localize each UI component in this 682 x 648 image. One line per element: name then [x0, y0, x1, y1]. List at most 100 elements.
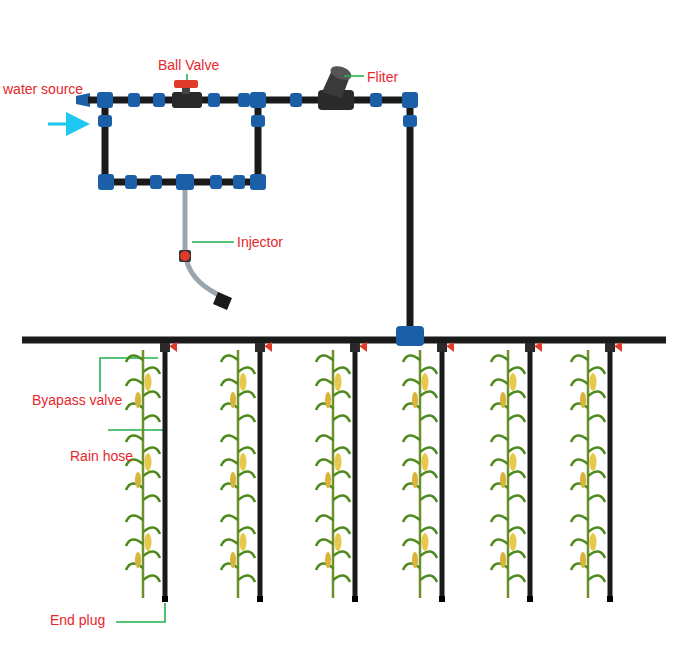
corn-cob — [145, 453, 152, 471]
corn-leaf — [508, 495, 525, 502]
corn-cob — [335, 373, 342, 391]
corn-cob — [422, 453, 429, 471]
corn-leaf — [333, 495, 350, 502]
pipe-couplings — [97, 92, 424, 346]
corn-leaf — [588, 367, 605, 374]
corn-leaf — [571, 459, 588, 466]
part-label: End plug — [50, 612, 105, 628]
corn-leaf — [403, 355, 420, 362]
bypass-valve-body — [605, 343, 615, 352]
corn-leaf — [333, 415, 350, 422]
corn-leaf — [588, 447, 605, 454]
corn-leaf — [333, 391, 350, 398]
corn-leaf — [316, 435, 333, 442]
corn-leaf — [316, 459, 333, 466]
bypass-valve-body — [160, 343, 170, 352]
crop-row — [571, 342, 622, 602]
corn-cob — [422, 373, 429, 391]
supply-pipe — [88, 100, 410, 330]
corn-cob — [590, 533, 597, 551]
corn-leaf — [420, 527, 437, 534]
end-plug — [607, 596, 613, 602]
corn-leaf — [588, 575, 605, 582]
corn-leaf — [420, 415, 437, 422]
corn-leaf — [588, 415, 605, 422]
corn-leaf — [316, 379, 333, 386]
corn-leaf — [238, 415, 255, 422]
corn-leaf — [333, 575, 350, 582]
corn-cob — [240, 373, 247, 391]
corn-leaf — [316, 539, 333, 546]
corn-leaf — [420, 495, 437, 502]
bypass-valve-body — [525, 343, 535, 352]
end-plug — [527, 596, 533, 602]
corn-leaf — [126, 355, 143, 362]
corn-cob — [325, 552, 331, 568]
corn-leaf — [126, 515, 143, 522]
corn-leaf — [238, 391, 255, 398]
corn-cob — [500, 392, 506, 408]
corn-cob — [500, 552, 506, 568]
corn-leaf — [238, 367, 255, 374]
main-header-pipe — [22, 337, 666, 344]
bypass-valve-handle — [169, 342, 177, 352]
corn-cob — [580, 392, 586, 408]
corn-cob — [500, 472, 506, 488]
injector — [179, 190, 232, 310]
corn-leaf — [491, 379, 508, 386]
corn-cob — [135, 552, 141, 568]
corn-leaf — [420, 447, 437, 454]
corn-leaf — [238, 527, 255, 534]
crop-row — [126, 342, 177, 602]
corn-leaf — [491, 435, 508, 442]
corn-leaf — [316, 355, 333, 362]
corn-leaf — [143, 471, 160, 478]
corn-cob — [335, 453, 342, 471]
ball-valve — [172, 80, 202, 108]
corn-leaf — [221, 379, 238, 386]
end-plug — [439, 596, 445, 602]
crop-row — [316, 342, 367, 602]
part-label: Ball Valve — [158, 57, 219, 73]
corn-cob — [422, 533, 429, 551]
bypass-valve-handle — [534, 342, 542, 352]
end-plug — [257, 596, 263, 602]
y-filter — [318, 64, 354, 110]
rain-hose — [608, 344, 613, 600]
corn-leaf — [491, 355, 508, 362]
crop-row — [221, 342, 272, 602]
end-plug — [162, 596, 168, 602]
corn-leaf — [588, 391, 605, 398]
corn-leaf — [238, 575, 255, 582]
corn-leaf — [126, 539, 143, 546]
bypass-valve-body — [255, 343, 265, 352]
corn-leaf — [221, 539, 238, 546]
corn-leaf — [571, 515, 588, 522]
corn-cob — [325, 472, 331, 488]
corn-leaf — [508, 391, 525, 398]
bypass-valve-handle — [446, 342, 454, 352]
corn-leaf — [588, 527, 605, 534]
corn-cob — [412, 552, 418, 568]
corn-leaf — [238, 551, 255, 558]
crop-row — [491, 342, 542, 602]
bypass-valve-body — [350, 343, 360, 352]
corn-cob — [240, 533, 247, 551]
rain-hose — [353, 344, 358, 600]
rain-hose — [258, 344, 263, 600]
corn-cob — [135, 392, 141, 408]
corn-leaf — [571, 539, 588, 546]
corn-leaf — [143, 367, 160, 374]
corn-leaf — [403, 435, 420, 442]
corn-leaf — [238, 471, 255, 478]
corn-leaf — [420, 367, 437, 374]
bypass-valve-handle — [264, 342, 272, 352]
corn-cob — [590, 373, 597, 391]
corn-leaf — [420, 471, 437, 478]
corn-leaf — [143, 495, 160, 502]
corn-cob — [145, 533, 152, 551]
crop-row — [403, 342, 454, 602]
corn-leaf — [508, 415, 525, 422]
part-label: water source — [3, 81, 83, 97]
corn-cob — [580, 472, 586, 488]
